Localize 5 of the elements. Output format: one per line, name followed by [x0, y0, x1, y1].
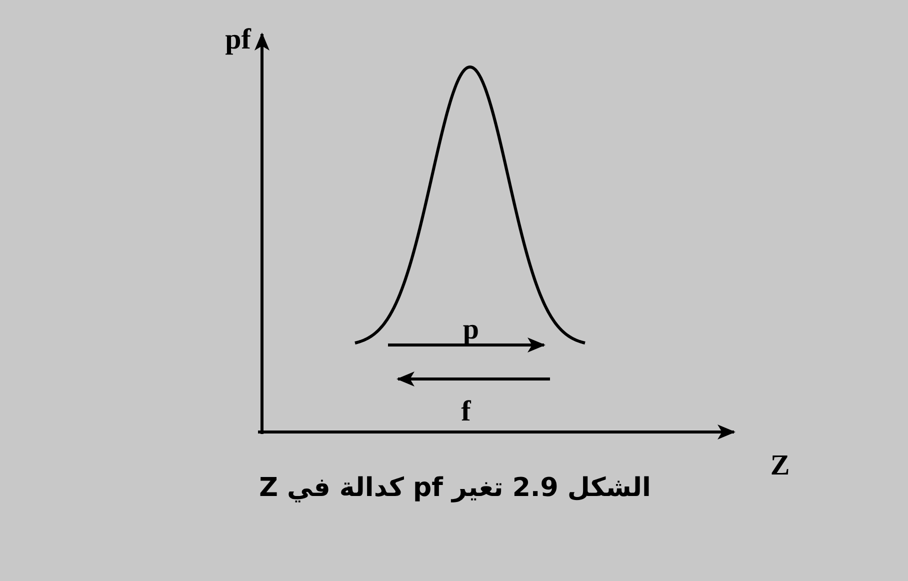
arrow-label: p: [462, 316, 480, 344]
axis-label: Z: [770, 452, 790, 480]
caption: الشكل 2.9 تغير pf كدالة في Z: [259, 473, 651, 503]
axis-label: pf: [225, 26, 251, 54]
arrow-label: f: [461, 398, 471, 426]
